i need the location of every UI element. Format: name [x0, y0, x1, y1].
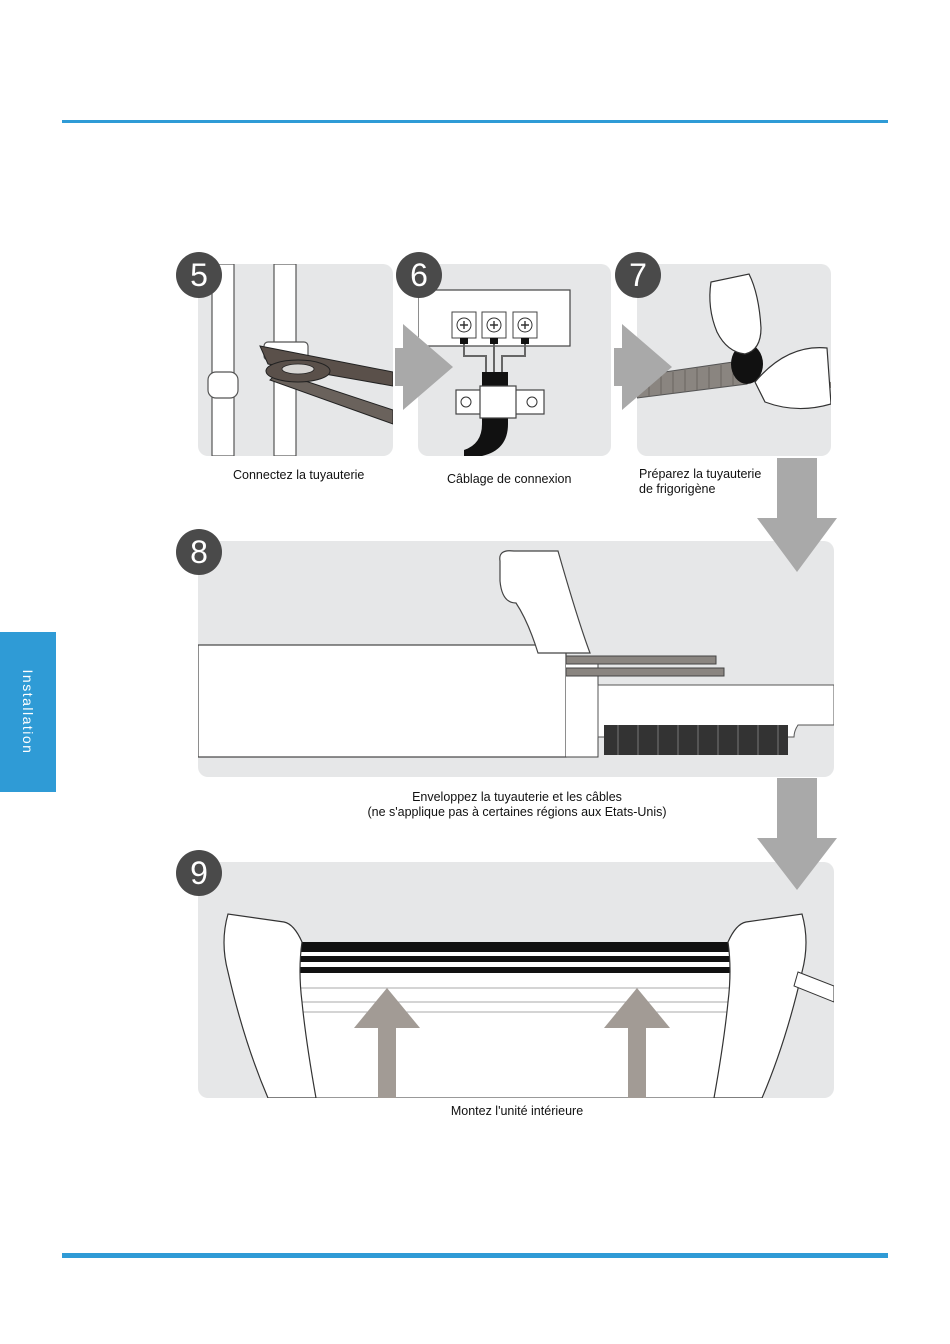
- flow-arrow: [395, 324, 455, 410]
- step-7-badge: 7: [615, 252, 661, 298]
- step-6-badge: 6: [396, 252, 442, 298]
- header-rule: [62, 120, 888, 123]
- step-7-caption-line-1: Préparez la tuyauterie: [639, 467, 761, 482]
- step-9-caption: Montez l'unité intérieure: [300, 1104, 734, 1119]
- step-8-caption: Enveloppez la tuyauterie et les câbles (…: [300, 790, 734, 820]
- step-9-panel: [198, 862, 834, 1098]
- flow-arrow: [614, 324, 674, 410]
- step-8-caption-line-2: (ne s'applique pas à certaines régions a…: [300, 805, 734, 820]
- step-9-badge: 9: [176, 850, 222, 896]
- flow-arrow: [757, 458, 837, 572]
- step-5-pipe-wrench-illustration: [198, 264, 393, 456]
- step-7-caption: Préparez la tuyauterie de frigorigène: [639, 467, 761, 497]
- footer-rule: [62, 1253, 888, 1258]
- step-8-badge: 8: [176, 529, 222, 575]
- section-tab: Installation: [0, 632, 56, 792]
- step-5-panel: [198, 264, 393, 456]
- step-8-caption-line-1: Enveloppez la tuyauterie et les câbles: [300, 790, 734, 805]
- step-9-mount-unit-illustration: [198, 862, 834, 1098]
- section-tab-label: Installation: [20, 670, 36, 755]
- step-6-caption: Câblage de connexion: [447, 472, 571, 487]
- flow-arrow: [757, 778, 837, 890]
- step-5-caption: Connectez la tuyauterie: [233, 468, 364, 483]
- step-7-caption-line-2: de frigorigène: [639, 482, 761, 497]
- step-8-wrapped-pipe-illustration: [198, 541, 834, 777]
- step-5-badge: 5: [176, 252, 222, 298]
- step-8-panel: [198, 541, 834, 777]
